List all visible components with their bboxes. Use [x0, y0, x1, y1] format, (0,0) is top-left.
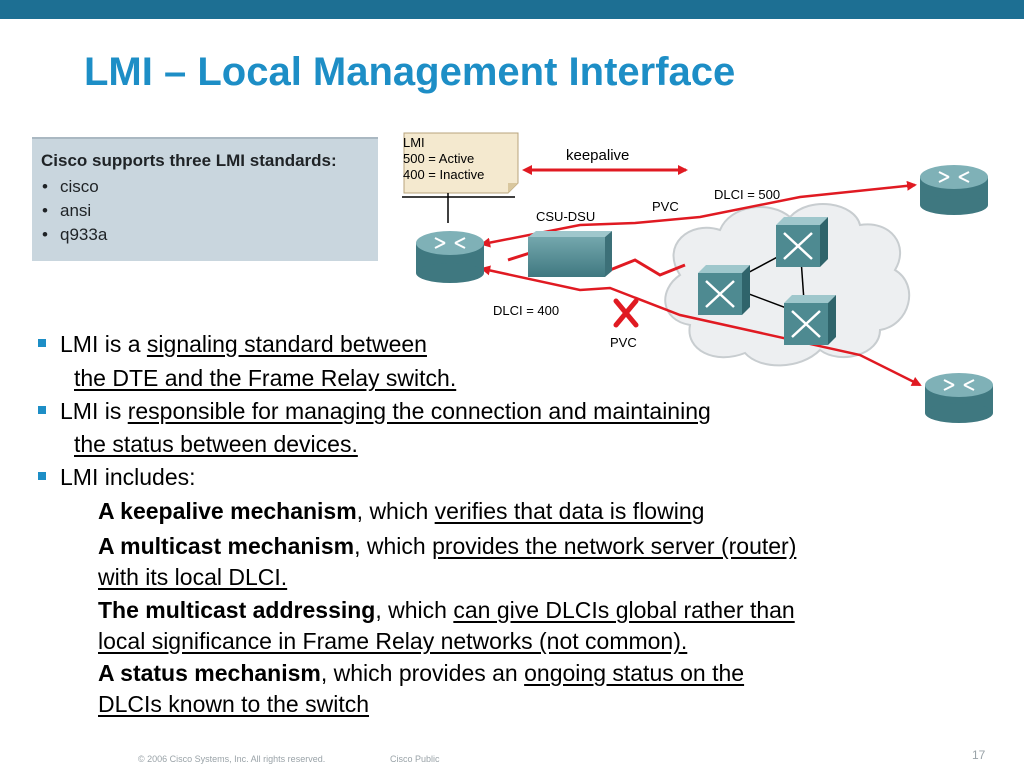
lmi-standard-ansi: ansi [60, 201, 92, 220]
list-item: •ansi [42, 201, 92, 220]
subitem-multicast-mechanism-line-2: with its local DLCI. [98, 564, 288, 590]
csu-dsu-label: CSU-DSU [536, 209, 595, 224]
frame-relay-switch-1-icon [776, 217, 828, 267]
lmi-standard-q933a: q933a [60, 225, 108, 244]
remote-router-top-icon [920, 165, 988, 215]
lmi-standards-heading: Cisco supports three LMI standards: [41, 151, 337, 170]
subitem-status-line-2: DLCIs known to the switch [98, 691, 370, 717]
local-router-icon [416, 231, 484, 283]
top-banner [0, 0, 1024, 19]
page-number: 17 [972, 748, 986, 762]
subitem-multicast-mechanism: A multicast mechanism, which provides th… [98, 533, 797, 559]
subitem-status: A status mechanism, which provides an on… [98, 660, 745, 686]
bullet-2-prefix: LMI is [60, 398, 128, 424]
slide-title: LMI – Local Management Interface [84, 50, 736, 94]
lmi-standards-list: •cisco •ansi •q933a [42, 175, 107, 247]
inactive-x-icon [613, 298, 639, 328]
pvc-bottom-label: PVC [610, 335, 637, 350]
subitem-multicast-addressing-line-2: local significance in Frame Relay networ… [98, 628, 688, 654]
list-item: •q933a [42, 225, 108, 244]
pvc-top-label: PVC [652, 199, 679, 214]
remote-router-bottom-icon [925, 373, 993, 423]
pvc-dlci-500-path [480, 180, 917, 248]
dlci-500-label: DLCI = 500 [714, 187, 780, 202]
bullet-1: LMI is a signaling standard between [60, 330, 427, 358]
footer-classification: Cisco Public [390, 754, 440, 764]
bullet-2-underlined: responsible for managing the connection … [127, 398, 711, 424]
dlci-400-label: DLCI = 400 [493, 303, 559, 318]
footer-copyright: © 2006 Cisco Systems, Inc. All rights re… [138, 754, 326, 764]
bullet-marker [38, 472, 46, 480]
subitem-multicast-addressing: The multicast addressing, which can give… [98, 597, 795, 623]
bullet-2-line-2: the status between devices. [36, 430, 358, 458]
list-item: •cisco [42, 177, 99, 196]
lmi-note: LMI 500 = Active 400 = Inactive [402, 132, 519, 223]
lmi-note-line-2: 500 = Active [403, 151, 474, 166]
csu-dsu-device: CSU-DSU [528, 209, 612, 277]
pvc-dlci-400-path [480, 265, 922, 387]
frame-relay-diagram: LMI 500 = Active 400 = Inactive keepaliv… [402, 132, 993, 423]
frame-relay-switch-2-icon [698, 265, 750, 315]
lmi-standards-box: Cisco supports three LMI standards: •cis… [32, 137, 378, 261]
lmi-standard-cisco: cisco [60, 177, 99, 196]
bullet-2-line-2-text: the status between devices. [74, 431, 358, 457]
bullet-3: LMI includes: [60, 464, 196, 490]
bullet-1-underlined: signaling standard between [146, 331, 427, 357]
lmi-note-line-3: 400 = Inactive [403, 167, 484, 182]
frame-relay-switch-3-icon [784, 295, 836, 345]
bullet-1-line-2: the DTE and the Frame Relay switch. [74, 364, 456, 392]
bullet-2: LMI is responsible for managing the conn… [60, 397, 711, 425]
subitem-keepalive: A keepalive mechanism, which verifies th… [98, 498, 705, 524]
lmi-note-line-1: LMI [403, 135, 425, 150]
keepalive-label: keepalive [566, 147, 629, 164]
bullet-marker [38, 339, 46, 347]
bullet-marker [38, 406, 46, 414]
bullet-1-line-2-text: the DTE and the Frame Relay switch. [74, 365, 457, 391]
bullet-1-prefix: LMI is a [60, 331, 147, 357]
